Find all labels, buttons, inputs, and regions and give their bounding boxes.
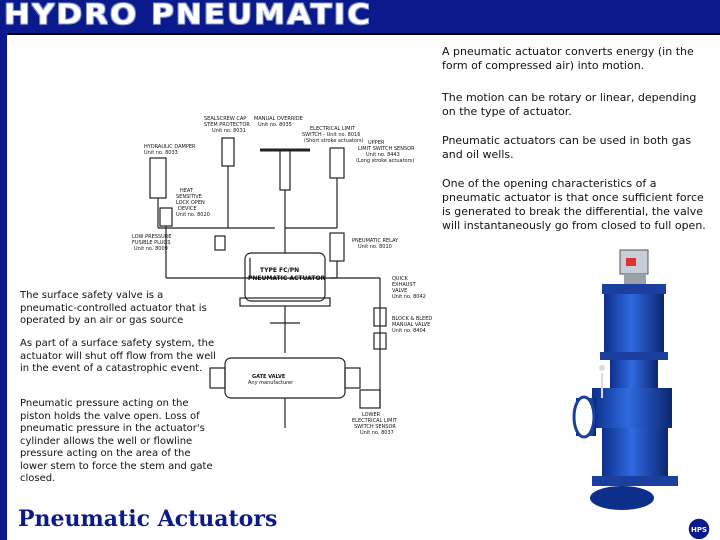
characteristics-paragraph: One of the opening characteristics of a … (442, 177, 712, 233)
company-emblem-icon: HPS (684, 515, 714, 539)
label-heat-5: Unit no. 8020 (176, 212, 210, 218)
motion-paragraph: The motion can be rotary or linear, depe… (442, 91, 712, 119)
label-exhaust-4: Unit no. 8042 (392, 294, 426, 300)
indicator-light-shape (626, 258, 636, 266)
label-elec-switch-3: (Short stroke actuators) (304, 138, 364, 144)
label-actuator-2: PNEUMATIC ACTUATOR (248, 275, 326, 282)
header-banner: HYDRO PNEUMATIC (0, 0, 720, 35)
emblem-text: HPS (691, 526, 707, 534)
actuator-photo (562, 248, 682, 518)
actuator-cylinder-shape (604, 294, 664, 354)
actuator-schematic-diagram: HYDRAULIC DAMPER Unit no. 8033 SEALSCREW… (130, 108, 440, 438)
wells-paragraph: Pneumatic actuators can be used in both … (442, 134, 712, 162)
label-override-unit: Unit no. 8035 (258, 122, 292, 128)
hydraulic-damper-shape (150, 158, 166, 198)
label-stem-unit: Unit no. 8031 (212, 128, 246, 134)
label-block-bleed-3: Unit no. 8404 (392, 328, 426, 334)
slide-title: Pneumatic Actuators (18, 506, 277, 532)
brand-logo: HYDRO PNEUMATIC (4, 0, 372, 30)
label-fusible-3: Unit no. 8009 (134, 246, 168, 252)
left-border-bar (0, 33, 7, 540)
label-actuator: TYPE FC/PN (260, 267, 299, 274)
label-hydraulic-unit: Unit no. 8033 (144, 150, 178, 156)
intro-paragraph: A pneumatic actuator converts energy (in… (442, 45, 712, 73)
label-relay-2: Unit no. 8010 (358, 244, 392, 250)
label-lower-switch-4: Unit no. 8037 (360, 430, 394, 436)
label-gate-valve-2: Any manufacturer (248, 380, 294, 386)
label-upper-switch-4: (Long stroke actuators) (356, 158, 414, 164)
